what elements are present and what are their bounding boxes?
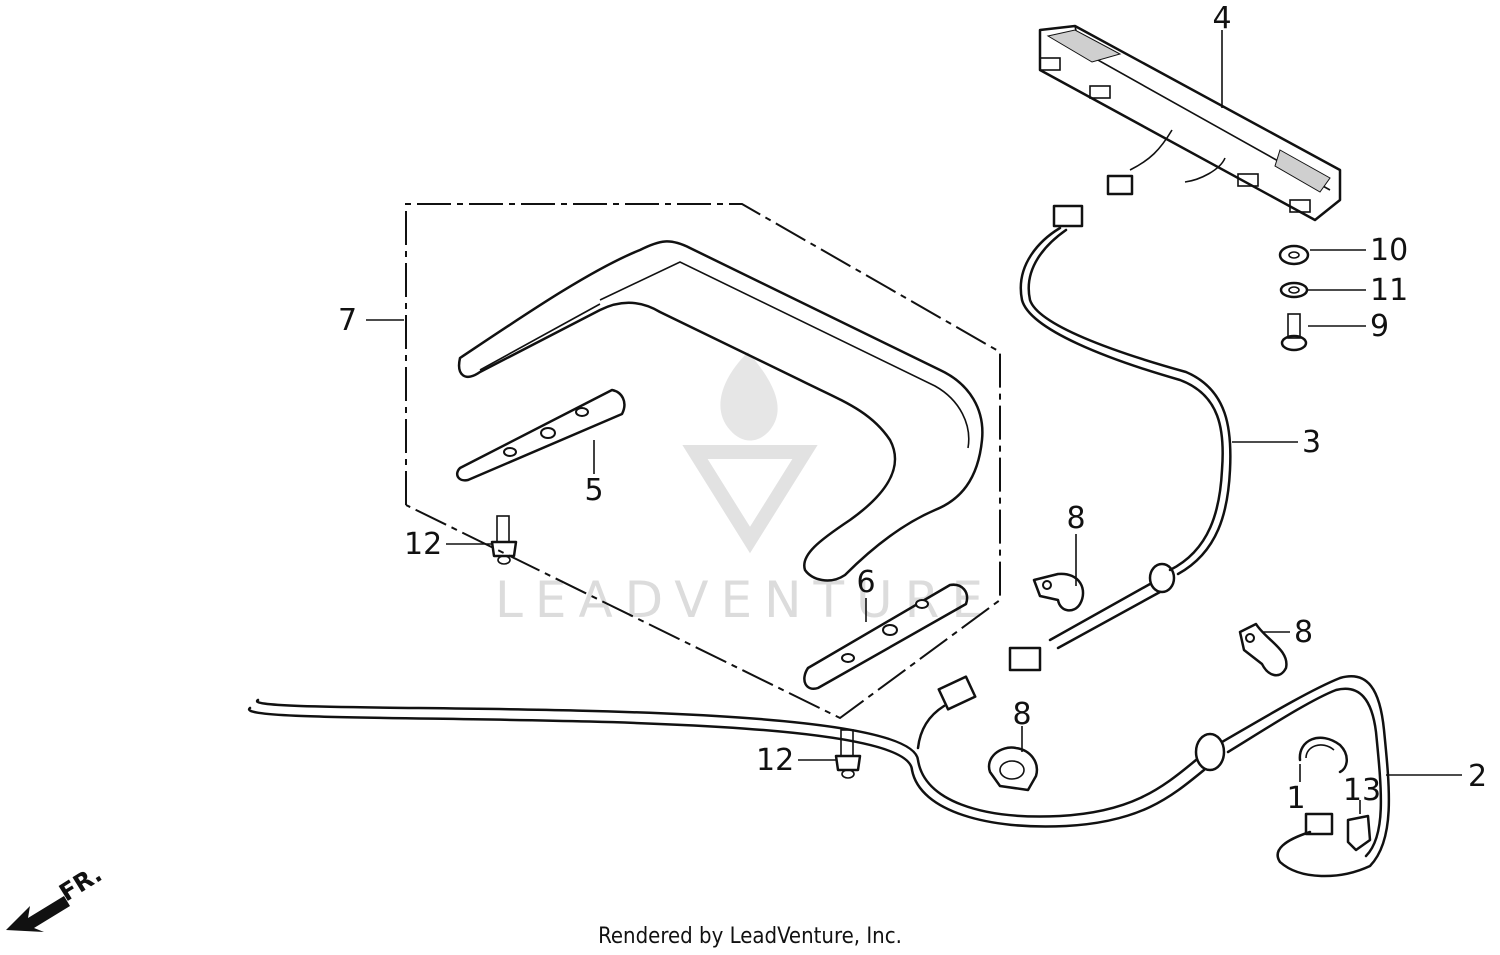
washer-11 — [1279, 281, 1309, 299]
bolt-12-upper — [490, 515, 518, 565]
nut-10 — [1278, 244, 1310, 266]
footer-credit: Rendered by LeadVenture, Inc. — [598, 924, 902, 949]
clamp-8-right — [1238, 622, 1288, 677]
bolt-12-lower — [834, 729, 862, 779]
assembly-outline — [405, 203, 1001, 720]
callout-3: 3 — [1302, 425, 1321, 460]
spoiler — [457, 240, 984, 582]
callout-8-right: 8 — [1294, 615, 1313, 650]
callout-13: 13 — [1343, 773, 1381, 808]
wire-harness-2 — [248, 675, 1391, 878]
callout-12-upper: 12 — [404, 527, 442, 562]
terminal-13 — [1304, 812, 1372, 852]
clamp-8-lower — [987, 746, 1039, 792]
front-direction-arrow: FR. — [6, 860, 107, 932]
callout-4: 4 — [1212, 1, 1231, 36]
wire-harness-3 — [1008, 204, 1232, 672]
watermark-text: LEADVENTURE — [495, 571, 995, 629]
bracket-plate-5 — [456, 388, 626, 482]
bracket-plate-6 — [803, 583, 969, 691]
callout-8-upper: 8 — [1066, 501, 1085, 536]
callout-10: 10 — [1370, 233, 1408, 268]
callout-11: 11 — [1370, 273, 1408, 308]
callout-12-lower: 12 — [756, 743, 794, 778]
screw-9 — [1280, 313, 1308, 352]
callout-8-lower: 8 — [1012, 697, 1031, 732]
callout-6: 6 — [856, 565, 875, 600]
stop-light-4 — [1038, 24, 1342, 222]
callout-5: 5 — [584, 473, 603, 508]
clip-1 — [1298, 736, 1348, 774]
callout-9: 9 — [1370, 309, 1389, 344]
callouts: 4 10 11 9 3 7 5 6 12 12 8 8 8 2 1 13 — [338, 1, 1487, 816]
watermark: LEADVENTURE — [495, 352, 995, 629]
callout-2: 2 — [1468, 759, 1487, 794]
callout-1: 1 — [1286, 781, 1305, 816]
callout-7: 7 — [338, 303, 357, 338]
clamp-8-upper — [1032, 572, 1085, 612]
